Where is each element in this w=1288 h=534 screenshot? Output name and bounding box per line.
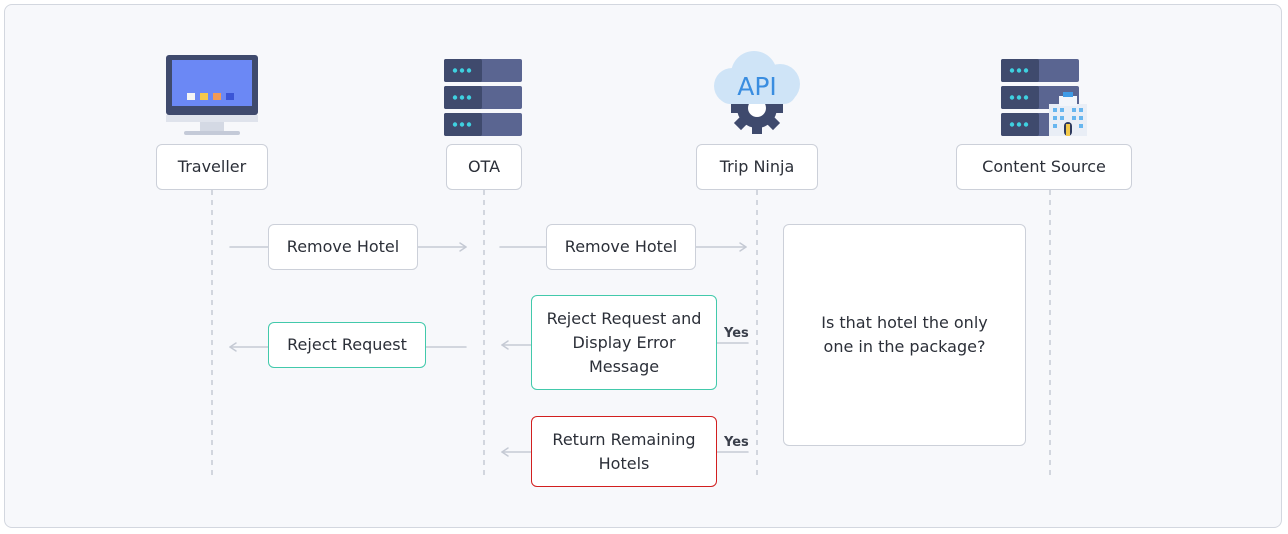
server-hotel-icon xyxy=(1001,59,1087,136)
message-return-remaining-hotels-label: Return Remaining Hotels xyxy=(552,429,696,473)
decision-box: Is that hotel the only one in the packag… xyxy=(783,224,1026,446)
message-remove-hotel-ota-label: Remove Hotel xyxy=(564,237,678,256)
decision-question: Is that hotel the only one in the packag… xyxy=(821,313,988,356)
message-reject-request: Reject Request xyxy=(268,322,426,368)
yes-label-return: Yes xyxy=(724,435,749,450)
arrow-traveller-ota-head xyxy=(459,242,467,252)
actor-content-source-label: Content Source xyxy=(982,157,1106,176)
actor-traveller-label: Traveller xyxy=(177,157,247,176)
yes-label-reject: Yes xyxy=(724,326,749,341)
arrow-return-head xyxy=(501,447,509,457)
actor-trip-ninja: Trip Ninja xyxy=(696,144,818,190)
actor-trip-ninja-label: Trip Ninja xyxy=(719,157,795,176)
api-icon-text: API xyxy=(737,72,777,101)
arrow-reject-traveller-head xyxy=(229,342,237,352)
message-reject-request-label: Reject Request xyxy=(287,335,407,354)
arrow-reject-ota-head xyxy=(501,340,509,350)
message-remove-hotel-ota: Remove Hotel xyxy=(546,224,696,270)
message-return-remaining-hotels: Return Remaining Hotels xyxy=(531,416,717,487)
api-cloud-gear-icon: API xyxy=(714,51,800,134)
message-remove-hotel-traveller: Remove Hotel xyxy=(268,224,418,270)
actor-content-source: Content Source xyxy=(956,144,1132,190)
computer-monitor-icon xyxy=(166,55,258,135)
actor-ota-label: OTA xyxy=(467,157,501,176)
actor-ota: OTA xyxy=(446,144,522,190)
arrow-ota-tripninja-head xyxy=(739,242,747,252)
message-reject-request-display-error: Reject Request and Display Error Message xyxy=(531,295,717,390)
message-reject-request-display-error-label: Reject Request and Display Error Message xyxy=(546,308,702,376)
server-rack-icon xyxy=(444,59,522,136)
actor-traveller: Traveller xyxy=(156,144,268,190)
message-remove-hotel-traveller-label: Remove Hotel xyxy=(286,237,400,256)
